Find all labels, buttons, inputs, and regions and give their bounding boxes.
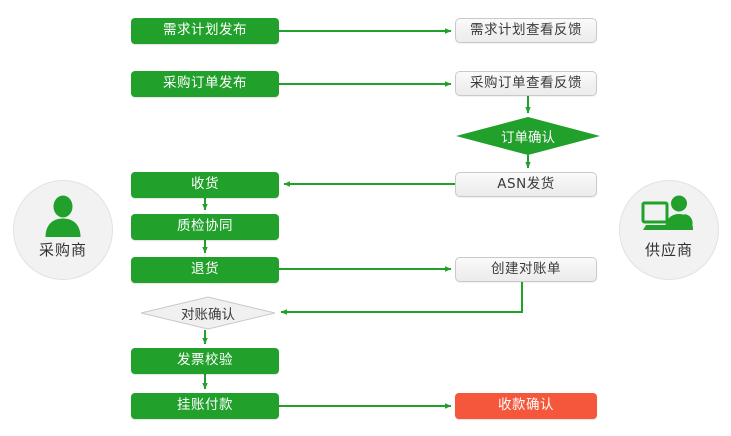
node-payment-posting[interactable]: 挂账付款 — [131, 393, 279, 419]
node-return-goods[interactable]: 退货 — [131, 257, 279, 283]
node-asn-shipment[interactable]: ASN发货 — [455, 172, 597, 197]
diamond-shape-icon — [140, 296, 276, 330]
node-label: 订单确认 — [501, 130, 555, 146]
node-label: 采购订单查看反馈 — [470, 74, 582, 91]
node-demand-plan-publish[interactable]: 需求计划发布 — [131, 18, 279, 44]
person-icon — [45, 195, 81, 237]
node-invoice-verification[interactable]: 发票校验 — [131, 348, 279, 374]
node-label: 收款确认 — [498, 397, 554, 414]
node-goods-receipt[interactable]: 收货 — [131, 172, 279, 198]
node-label: 创建对账单 — [491, 260, 561, 277]
person-computer-icon — [641, 195, 693, 230]
edge-n10-n11 — [280, 282, 523, 315]
node-label: 需求计划查看反馈 — [470, 21, 582, 38]
node-create-reconciliation[interactable]: 创建对账单 — [455, 257, 597, 282]
actor-buyer: 采购商 — [13, 180, 113, 280]
node-payment-receipt-confirm[interactable]: 收款确认 — [455, 393, 597, 419]
node-order-confirm-decision[interactable]: 订单确认 — [456, 117, 600, 155]
node-label: 质检协同 — [177, 218, 233, 235]
node-label: 对账确认 — [181, 307, 235, 323]
node-label: 发票校验 — [177, 352, 233, 369]
diamond-shape-icon — [456, 117, 600, 155]
node-label: 挂账付款 — [177, 397, 233, 414]
node-purchase-order-publish[interactable]: 采购订单发布 — [131, 71, 279, 97]
node-label: 收货 — [191, 176, 219, 193]
node-demand-plan-view-feedback[interactable]: 需求计划查看反馈 — [455, 18, 597, 43]
node-purchase-order-view-feedback[interactable]: 采购订单查看反馈 — [455, 71, 597, 96]
actor-supplier: 供应商 — [619, 180, 719, 280]
node-label: ASN发货 — [497, 175, 555, 192]
node-quality-inspection[interactable]: 质检协同 — [131, 214, 279, 240]
node-label: 退货 — [191, 261, 219, 278]
node-reconciliation-confirm-decision[interactable]: 对账确认 — [140, 296, 276, 330]
actor-label: 供应商 — [644, 241, 693, 259]
node-label: 采购订单发布 — [163, 75, 247, 92]
actor-label: 采购商 — [38, 241, 87, 259]
node-label: 需求计划发布 — [163, 22, 247, 39]
